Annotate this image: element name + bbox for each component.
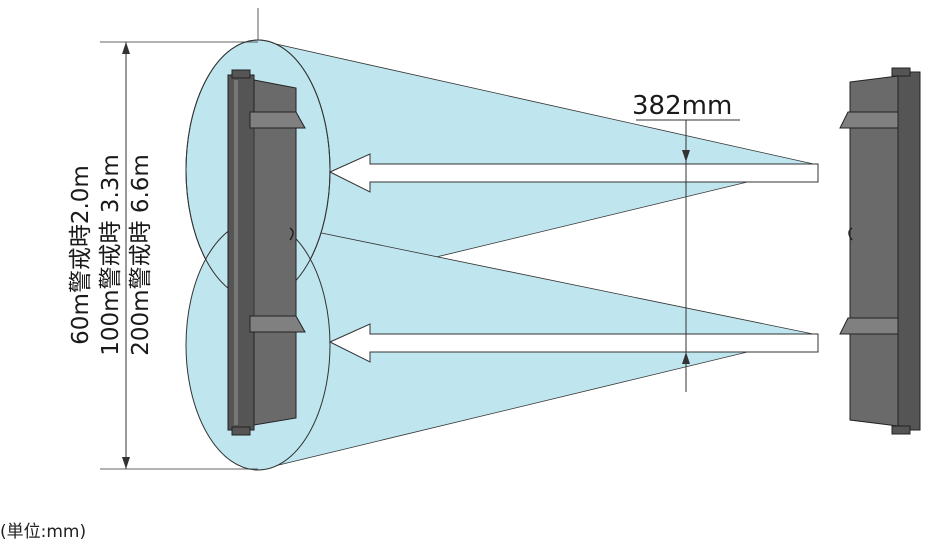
range-label-60m: 60m警戒時2.0m: [68, 165, 94, 345]
transmitter-device: [839, 67, 921, 435]
lower-beam-arrow: [328, 323, 819, 363]
range-dimension: [100, 8, 259, 470]
unit-note: (単位:mm): [0, 522, 87, 542]
beam-arrows: [328, 153, 819, 363]
spacing-dimension: [636, 119, 740, 392]
upper-beam-arrow: [328, 153, 819, 193]
receiver-device: [227, 69, 306, 436]
range-label-100m: 100m警戒時 3.3m: [98, 154, 124, 356]
range-label-200m: 200m警戒時 6.6m: [128, 154, 154, 356]
spacing-label: 382mm: [632, 91, 732, 121]
range-labels: 60m警戒時2.0m 100m警戒時 3.3m 200m警戒時 6.6m: [68, 154, 154, 356]
